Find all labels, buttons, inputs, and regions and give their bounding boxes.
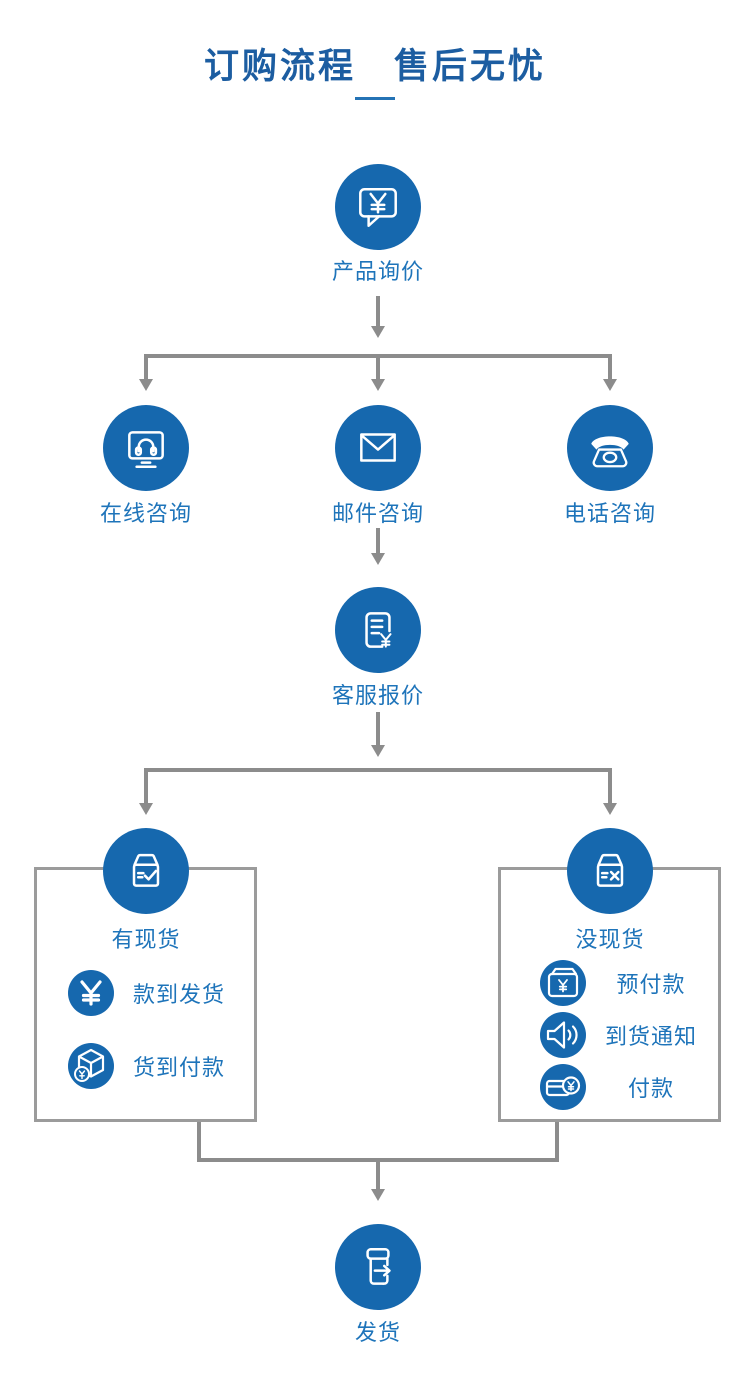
speaker-notice-icon — [540, 1012, 586, 1058]
connector-line — [608, 358, 612, 380]
list-item-cash-on-delivery: 货到付款 — [68, 1043, 244, 1089]
product-inquiry-label: 产品询价 — [331, 259, 424, 284]
shipping-box-arrow-icon — [366, 1248, 391, 1285]
shipping-label: 发货 — [354, 1320, 401, 1345]
connector-line — [376, 296, 380, 328]
service-quote-node — [335, 587, 421, 673]
list-item-pay-then-ship: 款到发货 — [68, 970, 244, 1016]
list-item-prepayment: 预付款 — [540, 960, 716, 1006]
phone-consult-node — [567, 405, 653, 491]
branch-line-stock — [144, 768, 612, 772]
list-item-label: 付款 — [627, 1076, 674, 1101]
arrowhead — [603, 803, 617, 815]
email-consult-node — [335, 405, 421, 491]
list-item-payment: 付款 — [540, 1064, 716, 1110]
arrowhead — [139, 379, 153, 391]
connector-line — [376, 1162, 380, 1190]
online-consult-label: 在线咨询 — [99, 501, 192, 526]
connector-line — [144, 772, 148, 804]
list-item-label: 预付款 — [616, 972, 686, 997]
arrowhead — [371, 379, 385, 391]
online-service-icon — [128, 431, 164, 468]
title-underline — [355, 97, 395, 100]
product-inquiry-node — [335, 164, 421, 250]
yuan-coin-icon — [68, 970, 114, 1016]
list-item-arrival-notice: 到货通知 — [540, 1012, 716, 1058]
arrowhead — [139, 803, 153, 815]
arrowhead — [371, 553, 385, 565]
in-stock-node — [103, 828, 189, 914]
connector-line — [197, 1120, 201, 1162]
list-item-label: 款到发货 — [132, 982, 225, 1007]
list-item-label: 到货通知 — [604, 1024, 697, 1049]
list-item-label: 货到付款 — [132, 1055, 225, 1080]
wallet-yuan-icon — [540, 960, 586, 1006]
connector-line — [555, 1120, 559, 1162]
arrowhead — [371, 1189, 385, 1201]
arrowhead — [371, 326, 385, 338]
connector-line — [376, 712, 380, 746]
quotation-document-icon — [365, 612, 392, 648]
no-stock-label: 没现货 — [575, 927, 645, 952]
phone-consult-label: 电话咨询 — [563, 501, 656, 526]
email-consult-label: 邮件咨询 — [331, 501, 424, 526]
in-stock-label: 有现货 — [111, 927, 181, 952]
email-envelope-icon — [360, 433, 396, 462]
chat-bubble-yuan-icon — [359, 188, 397, 227]
no-stock-node — [567, 828, 653, 914]
branch-line-channels — [144, 354, 612, 358]
arrowhead — [603, 379, 617, 391]
card-coin-icon — [540, 1064, 586, 1110]
merge-line — [197, 1158, 559, 1162]
connector-line — [376, 358, 380, 380]
service-quote-label: 客服报价 — [331, 683, 424, 708]
shipping-node — [335, 1224, 421, 1310]
connector-line — [608, 772, 612, 804]
telephone-icon — [591, 436, 629, 468]
online-consult-node — [103, 405, 189, 491]
arrowhead — [371, 745, 385, 757]
connector-line — [376, 528, 380, 554]
package-coin-icon — [68, 1043, 114, 1089]
connector-line — [144, 358, 148, 380]
box-cross-icon — [596, 853, 624, 887]
box-check-icon — [132, 853, 160, 887]
page-title: 订购流程 售后无忧 — [203, 47, 546, 86]
